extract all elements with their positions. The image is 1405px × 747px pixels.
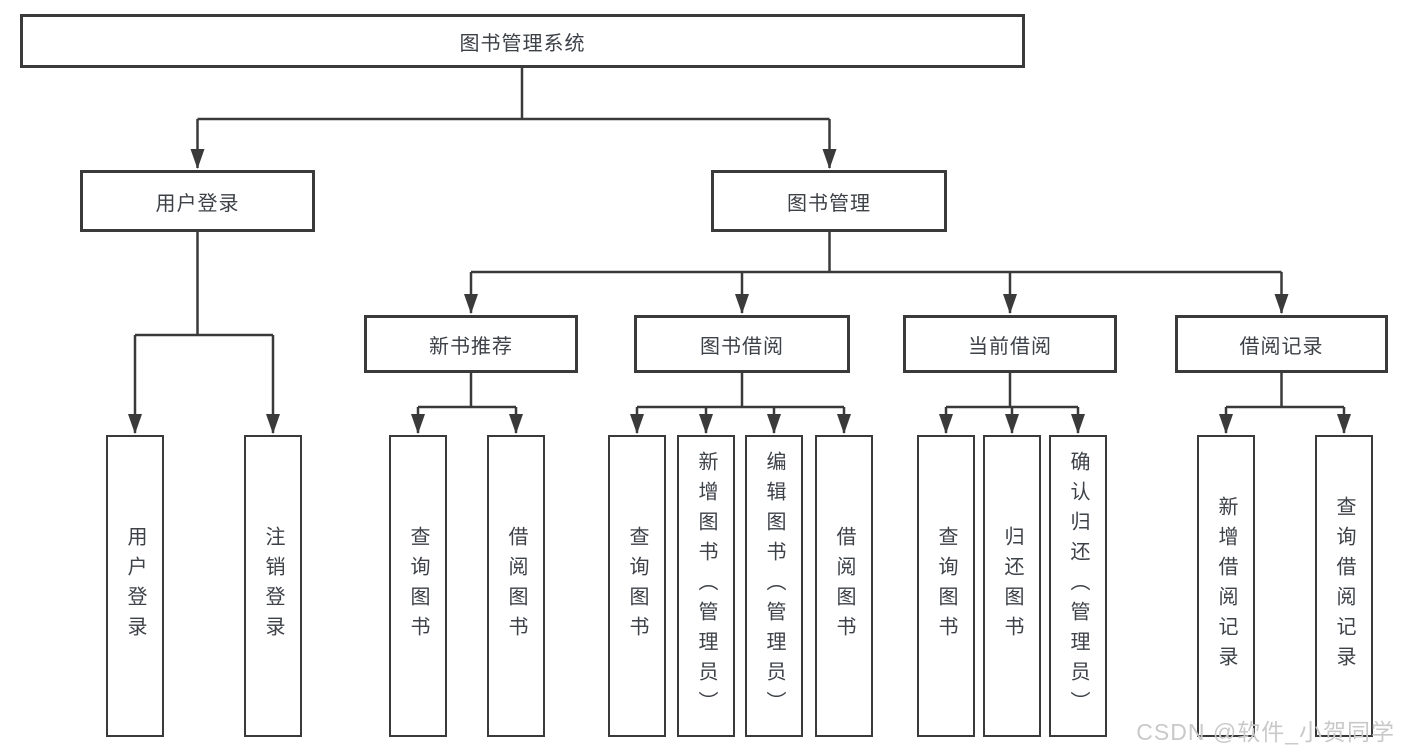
- leaf-query-books-recommend: 查询图书: [389, 435, 447, 737]
- csdn-watermark: CSDN @软件_小贺同学: [1136, 719, 1395, 745]
- node-label: 当前借阅: [968, 335, 1052, 358]
- leaf-return-books: 归还图书: [983, 435, 1041, 737]
- node-new-book-recommendation: 新书推荐: [364, 315, 578, 373]
- node-current-borrowing: 当前借阅: [903, 315, 1117, 373]
- leaf-query-borrow-record: 查询借阅记录: [1315, 435, 1373, 737]
- leaf-edit-books-admin: 编辑图书（管理员）: [745, 435, 803, 737]
- node-label: 新增借阅记录: [1215, 496, 1237, 676]
- leaf-add-borrow-record: 新增借阅记录: [1197, 435, 1255, 737]
- node-label: 用户登录: [124, 526, 146, 646]
- node-label: 确认归还（管理员）: [1067, 451, 1089, 721]
- leaf-borrow-books-recommend: 借阅图书: [487, 435, 545, 737]
- node-label: 图书管理系统: [459, 32, 586, 55]
- node-label: 借阅图书: [505, 526, 527, 646]
- node-label: 查询图书: [935, 526, 957, 646]
- node-label: 查询图书: [626, 526, 648, 646]
- leaf-borrow-books: 借阅图书: [815, 435, 873, 737]
- leaf-logout: 注销登录: [244, 435, 302, 737]
- node-label: 归还图书: [1001, 526, 1023, 646]
- node-label: 借阅图书: [833, 526, 855, 646]
- node-book-borrowing: 图书借阅: [634, 315, 850, 373]
- node-label: 图书借阅: [700, 335, 784, 358]
- leaf-add-books-admin: 新增图书（管理员）: [677, 435, 735, 737]
- node-user-login: 用户登录: [80, 170, 315, 232]
- node-book-management: 图书管理: [711, 170, 947, 232]
- leaf-query-books-borrow: 查询图书: [608, 435, 666, 737]
- node-label: 注销登录: [262, 526, 284, 646]
- node-borrowing-records: 借阅记录: [1175, 315, 1388, 373]
- leaf-user-login: 用户登录: [106, 435, 164, 737]
- node-label: 查询图书: [407, 526, 429, 646]
- leaf-confirm-return-admin: 确认归还（管理员）: [1049, 435, 1107, 737]
- leaf-query-books-current: 查询图书: [917, 435, 975, 737]
- node-label: 用户登录: [155, 192, 240, 215]
- node-label: 查询借阅记录: [1333, 496, 1355, 676]
- node-label: 新增图书（管理员）: [695, 451, 717, 721]
- node-label: 新书推荐: [429, 335, 513, 358]
- node-label: 借阅记录: [1239, 335, 1324, 358]
- node-label: 图书管理: [787, 192, 871, 215]
- node-library-management-system: 图书管理系统: [20, 14, 1025, 68]
- node-label: 编辑图书（管理员）: [763, 451, 785, 721]
